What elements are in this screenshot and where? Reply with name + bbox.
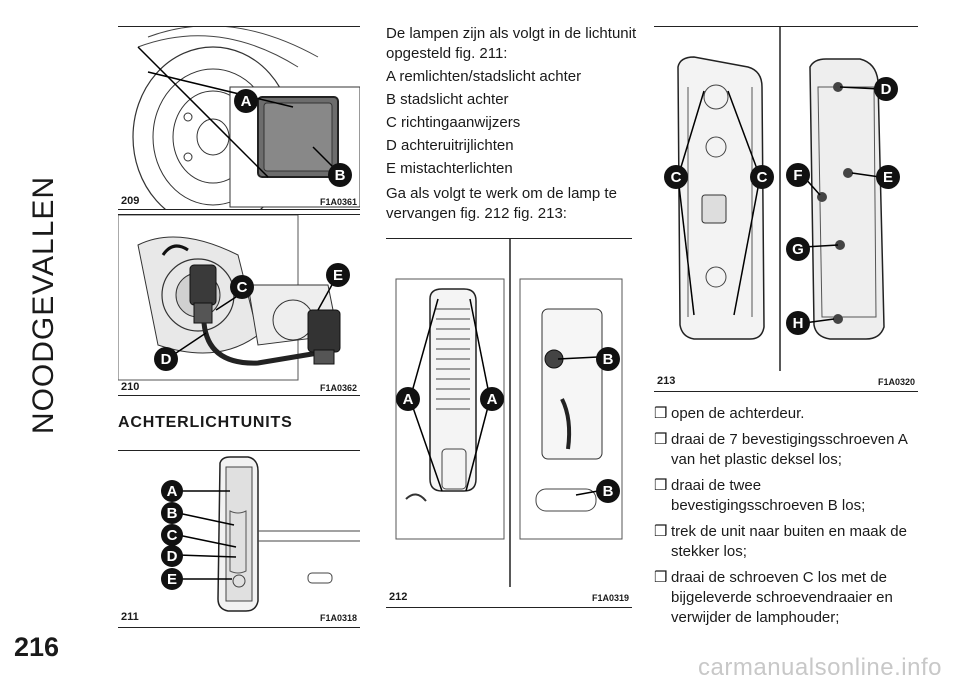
checkbox-icon: ❒ bbox=[654, 405, 668, 422]
figure-number: 211 bbox=[121, 611, 139, 623]
figure-209: A B 209 F1A0361 bbox=[118, 26, 360, 210]
callout-a: A bbox=[167, 483, 178, 500]
step-item: ❒open de achterdeur. bbox=[654, 405, 805, 422]
figure-209-illustration: A B bbox=[118, 27, 360, 209]
callout-b: B bbox=[167, 505, 178, 522]
lamp-item-e: E mistachterlichten bbox=[386, 160, 513, 177]
figure-number: 212 bbox=[389, 591, 408, 603]
checkbox-icon: ❒ bbox=[654, 477, 668, 494]
figure-code: F1A0319 bbox=[591, 593, 629, 603]
callout-b: B bbox=[603, 483, 614, 500]
figure-code: F1A0361 bbox=[319, 197, 357, 207]
figure-211: A B C D E 211 F1A0318 bbox=[118, 450, 360, 628]
callout-c: C bbox=[757, 169, 768, 186]
figure-number: 213 bbox=[657, 375, 676, 387]
figure-210: C E D 210 F1A0362 bbox=[118, 214, 360, 396]
chapter-side-title: NOODGEVALLEN bbox=[27, 175, 60, 435]
figure-number: 210 bbox=[121, 381, 140, 393]
step-item: ❒draai de schroeven C los met de bijgele… bbox=[654, 569, 893, 626]
callout-c: C bbox=[671, 169, 682, 186]
callout-a: A bbox=[487, 391, 498, 408]
callout-a: A bbox=[241, 93, 252, 110]
procedure-steps: ❒open de achterdeur. ❒draai de 7 bevesti… bbox=[654, 404, 914, 634]
figure-212-illustration: B A A B bbox=[386, 239, 632, 607]
procedure-intro: Ga als volgt te werk om de lamp te verva… bbox=[386, 185, 617, 222]
lamp-item-d: D achteruitrijlichten bbox=[386, 137, 514, 154]
figure-213: D C C F E G H 213 F1A0320 bbox=[654, 26, 918, 392]
lamp-item-a: A remlichten/stadslicht achter bbox=[386, 68, 582, 85]
callout-e: E bbox=[333, 267, 343, 284]
checkbox-icon: ❒ bbox=[654, 523, 668, 540]
callout-c: C bbox=[167, 527, 178, 544]
callout-d: D bbox=[881, 81, 892, 98]
callout-d: D bbox=[161, 351, 172, 368]
callout-e: E bbox=[883, 169, 893, 186]
step-item: ❒draai de twee bevestigingsschroeven B l… bbox=[654, 477, 866, 514]
figure-211-illustration: A B C D E bbox=[118, 451, 360, 627]
callout-g: G bbox=[792, 241, 804, 258]
figure-number: 209 bbox=[121, 195, 140, 207]
figure-210-illustration: C E D bbox=[118, 215, 360, 395]
watermark: carmanualsonline.info bbox=[698, 654, 942, 681]
page-number: 216 bbox=[14, 632, 60, 662]
callout-h: H bbox=[793, 315, 804, 332]
callout-b: B bbox=[335, 167, 346, 184]
step-item: ❒draai de 7 bevestigingsschroeven A van … bbox=[654, 431, 907, 468]
figure-code: F1A0320 bbox=[877, 377, 915, 387]
checkbox-icon: ❒ bbox=[654, 431, 668, 448]
figure-code: F1A0318 bbox=[319, 613, 357, 623]
callout-c: C bbox=[237, 279, 248, 296]
callout-f: F bbox=[793, 167, 802, 184]
section-heading: ACHTERLICHTUNITS bbox=[118, 414, 293, 431]
figure-code: F1A0362 bbox=[319, 383, 357, 393]
callout-a: A bbox=[403, 391, 414, 408]
figure-212: B A A B 212 F1A0319 bbox=[386, 238, 632, 608]
callout-d: D bbox=[167, 548, 178, 565]
lamp-item-c: C richtingaanwijzers bbox=[386, 114, 521, 131]
lamp-item-b: B stadslicht achter bbox=[386, 91, 509, 108]
lamp-intro: De lampen zijn als volgt in de lichtunit… bbox=[386, 25, 637, 62]
callout-b: B bbox=[603, 351, 614, 368]
callout-e: E bbox=[167, 571, 177, 588]
figure-213-illustration: D C C F E G H bbox=[654, 27, 918, 391]
checkbox-icon: ❒ bbox=[654, 569, 668, 586]
step-item: ❒trek de unit naar buiten en maak de ste… bbox=[654, 523, 907, 560]
